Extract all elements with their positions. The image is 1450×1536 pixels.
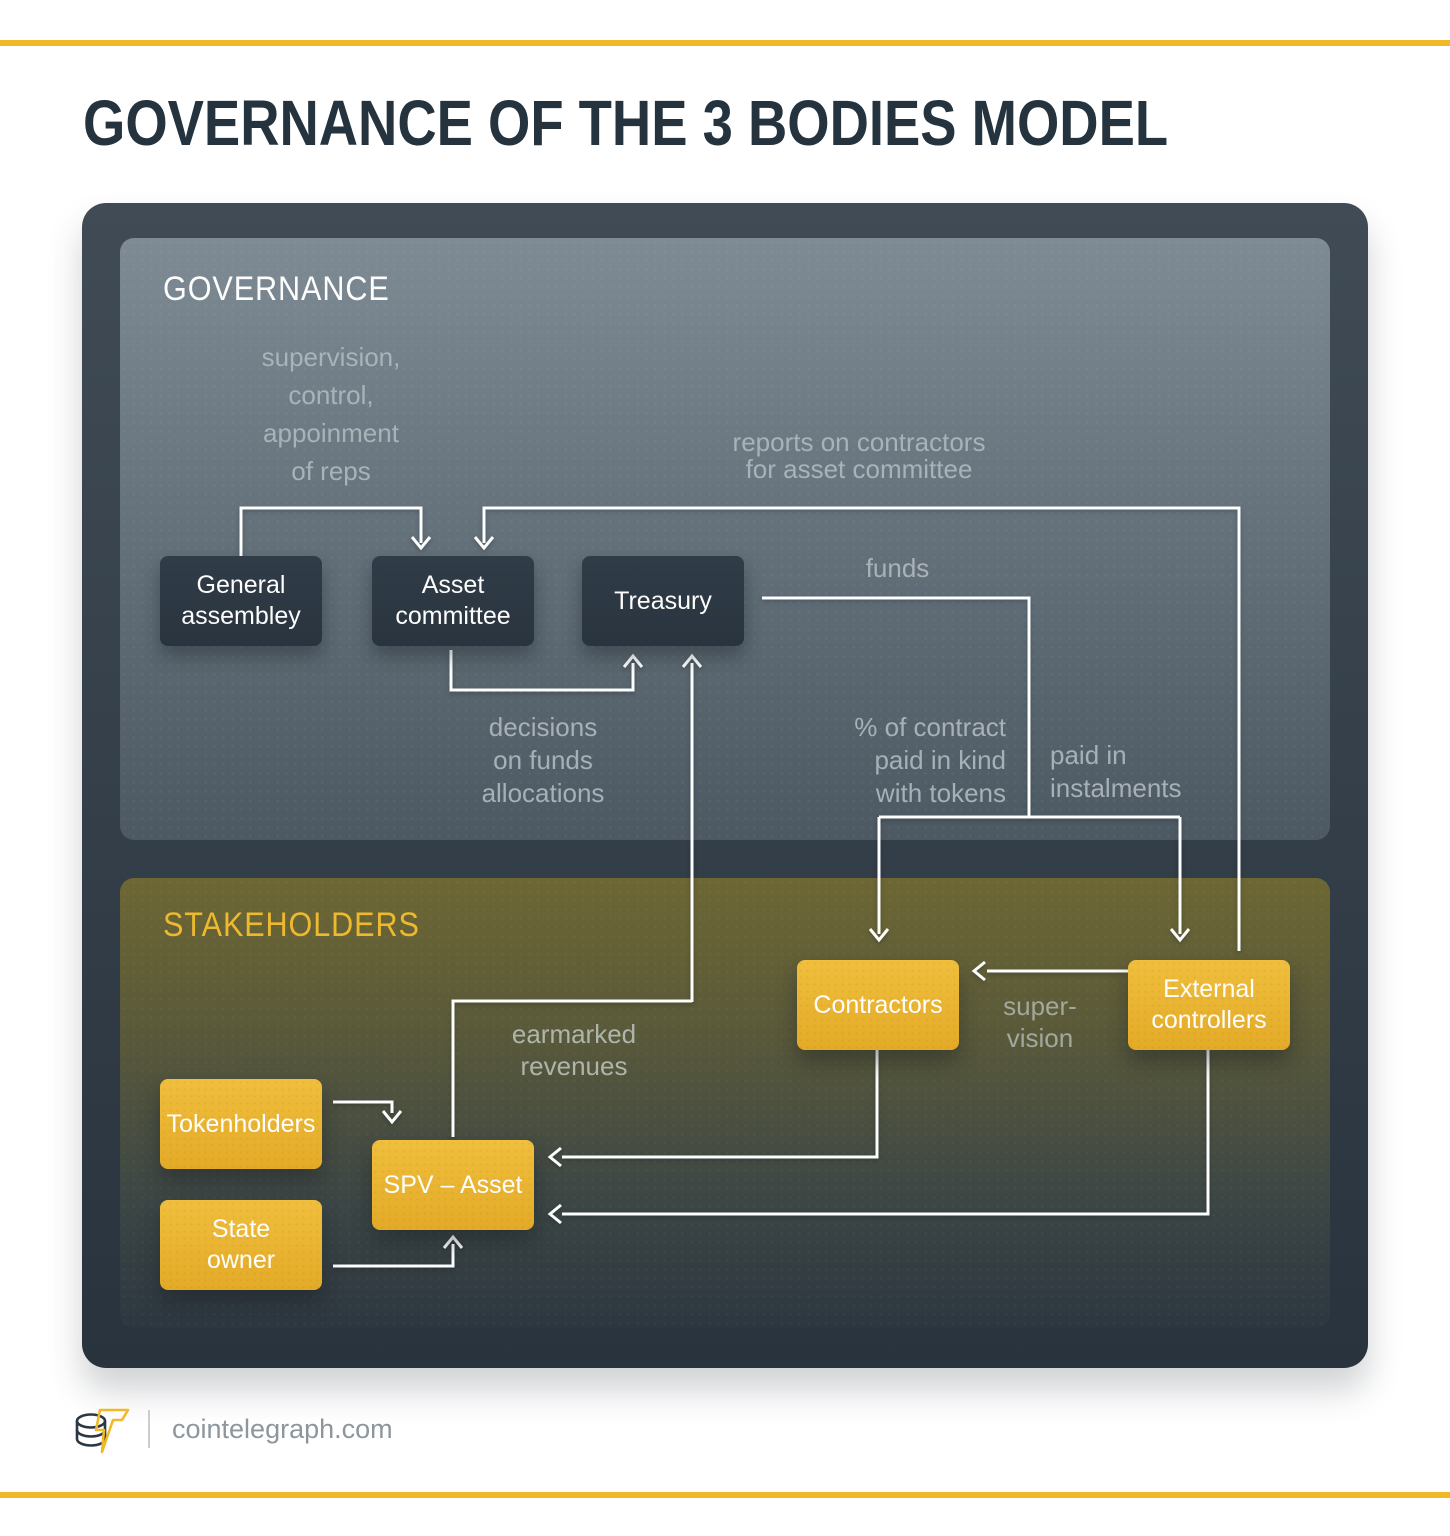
edge-supervision-external — [971, 960, 1128, 982]
node-asset-committee: Asset committee — [372, 556, 534, 646]
top-accent-bar — [0, 40, 1450, 46]
lightning-t-icon — [94, 1408, 130, 1454]
label-pct-contract: % of contract paid in kind with tokens — [854, 712, 1006, 808]
edge-reports-on-contractors — [473, 506, 1241, 951]
edge-earmarked-revenues — [451, 653, 703, 1137]
cointelegraph-logo-icon — [75, 1408, 130, 1454]
label-earmarked: earmarked revenues — [511, 1019, 637, 1081]
node-contractors: Contractors — [797, 960, 959, 1050]
label-paid-instalments: paid in instalments — [1050, 740, 1182, 803]
edge-decisions-on-funds — [449, 650, 644, 692]
edge-stateowner-to-spv — [333, 1234, 464, 1268]
edge-contractors-to-spv — [547, 1050, 879, 1168]
node-spv-asset: SPV – Asset — [372, 1140, 534, 1230]
node-general-assembly: General assembley — [160, 556, 322, 646]
node-state-owner: State owner — [160, 1200, 322, 1290]
node-external-controllers: External controllers — [1128, 960, 1290, 1050]
stakeholders-heading: STAKEHOLDERS — [163, 906, 420, 944]
label-supervision-control: supervision, control, appoinment of reps — [261, 342, 401, 486]
edge-tokenholders-to-spv — [333, 1100, 403, 1125]
node-treasury: Treasury — [582, 556, 744, 646]
governance-panel — [120, 238, 1330, 840]
node-tokenholders: Tokenholders — [160, 1079, 322, 1169]
label-funds: funds — [865, 553, 930, 583]
footer-divider — [148, 1410, 150, 1448]
governance-heading: GOVERNANCE — [163, 270, 390, 308]
page-title: GOVERNANCE OF THE 3 BODIES MODEL — [83, 87, 1169, 159]
footer-site-text: cointelegraph.com — [172, 1414, 393, 1444]
edge-supervision-control — [239, 506, 432, 556]
label-supervision-2: super- vision — [1003, 991, 1077, 1053]
edge-funds — [762, 596, 1191, 943]
label-decisions: decisions on funds allocations — [481, 712, 605, 808]
bottom-accent-bar — [0, 1492, 1450, 1498]
edge-external-to-spv — [547, 1050, 1210, 1225]
label-reports: reports on contractors for asset committ… — [732, 427, 986, 484]
